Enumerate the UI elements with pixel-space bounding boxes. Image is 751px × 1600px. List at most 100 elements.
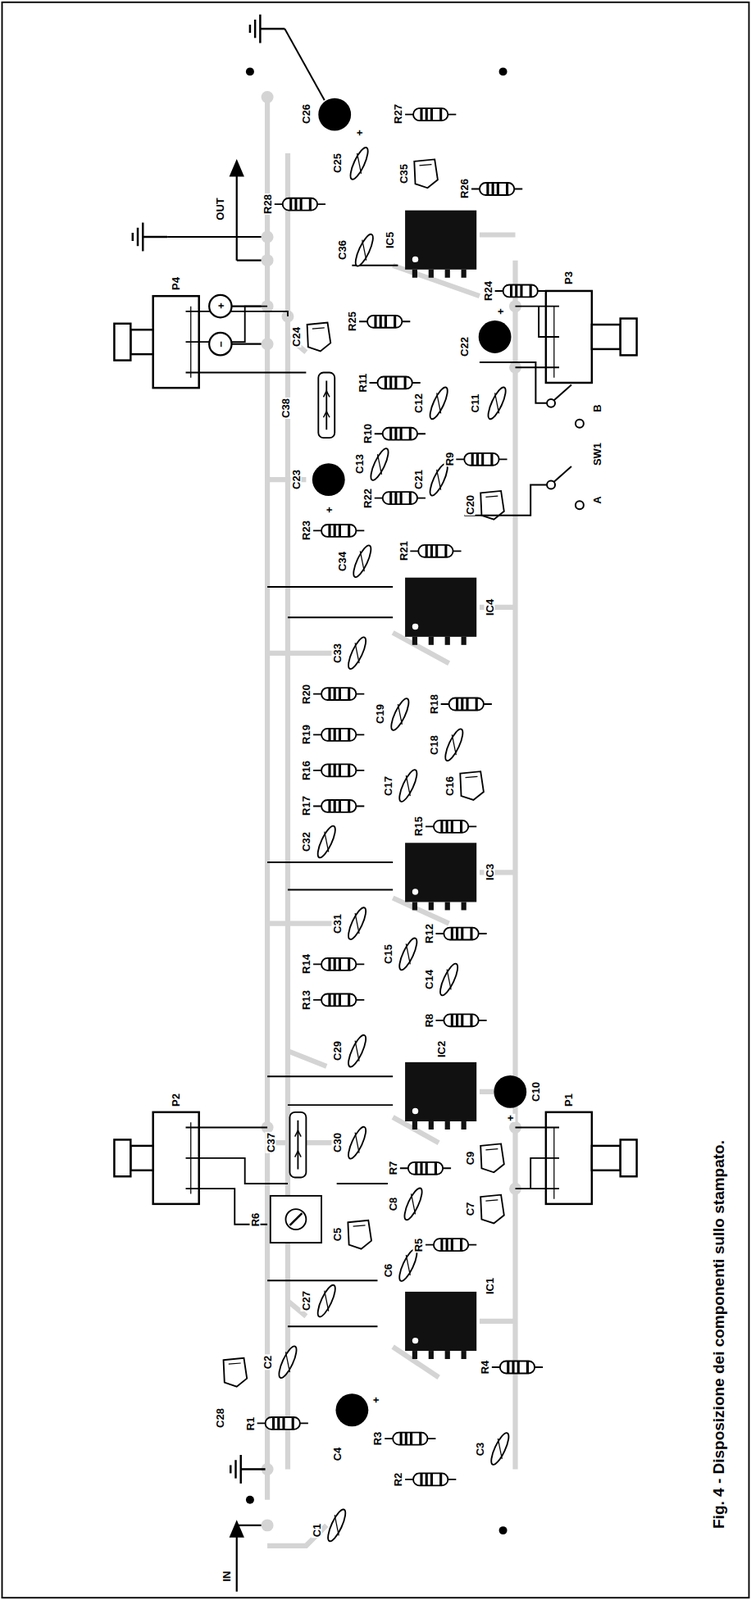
part-label: R14	[300, 953, 312, 975]
copper-traces	[267, 96, 515, 1546]
part-label: R10	[362, 423, 374, 445]
ic-chip	[405, 1292, 477, 1360]
part-label: P1	[563, 1092, 574, 1108]
film-capacitor	[459, 771, 484, 801]
resistors	[257, 108, 547, 1486]
potentiometers	[113, 291, 637, 1205]
part-label: C5	[331, 1227, 342, 1243]
ceramic-capacitor	[314, 1283, 339, 1320]
ground-symbol	[132, 223, 168, 252]
film-capacitor	[347, 1220, 372, 1250]
part-label: P3	[563, 270, 574, 286]
part-label: +	[370, 1396, 382, 1405]
resistor-symbol	[369, 377, 421, 390]
film-capacitor	[480, 1195, 505, 1225]
part-label: C17	[382, 775, 393, 797]
resistor-symbol	[313, 728, 365, 742]
part-label: −	[214, 340, 226, 349]
wire-jumpers	[267, 265, 398, 1327]
film-capacitor	[414, 159, 438, 188]
part-label: C22	[459, 336, 470, 358]
part-label: R27	[392, 103, 404, 125]
pad	[261, 337, 274, 351]
electrolytic-capacitor	[493, 1075, 527, 1109]
part-label: C12	[413, 392, 424, 415]
ceramic-capacitor	[275, 1344, 300, 1381]
part-label: +	[494, 307, 506, 316]
part-label: C36	[336, 239, 347, 261]
part-label: R6	[250, 1211, 261, 1228]
part-label: +	[214, 302, 226, 311]
electrolytic-capacitor	[312, 463, 346, 497]
resistor-symbol	[425, 1238, 477, 1252]
ceramic-capacitor	[345, 1124, 369, 1161]
part-label: R13	[300, 989, 312, 1011]
part-label: R9	[443, 451, 455, 468]
part-label: R21	[397, 540, 409, 562]
ground-symbol	[250, 14, 285, 44]
part-label: R24	[482, 280, 493, 302]
figure-caption: Fig. 4 - Disposizione dei componenti sul…	[710, 1138, 729, 1531]
part-label: R1	[244, 1415, 255, 1432]
mounting-hole	[499, 67, 508, 76]
part-label: A	[591, 495, 603, 505]
part-label: C15	[382, 943, 393, 965]
resistor-symbol	[455, 453, 507, 466]
film-capacitors	[223, 159, 505, 1387]
part-label: C8	[387, 1197, 399, 1213]
film-capacitor	[223, 1358, 248, 1388]
part-label: IN	[221, 1570, 233, 1584]
resistor-symbol	[400, 1162, 451, 1175]
part-label: C33	[331, 642, 342, 665]
part-label: P4	[170, 276, 182, 292]
pad	[261, 91, 274, 104]
ic-chip	[405, 1062, 477, 1130]
part-label: C2	[262, 1355, 274, 1371]
mounting-hole	[499, 1526, 508, 1535]
pad	[261, 1519, 274, 1532]
part-label: C25	[331, 152, 342, 174]
ceramic-capacitor	[395, 768, 420, 805]
part-label: IC2	[435, 1040, 447, 1059]
part-label: OUT	[213, 196, 225, 221]
ceramic-capacitors	[275, 145, 512, 1544]
part-label: C1	[310, 1523, 322, 1539]
resistor-symbol	[425, 820, 477, 833]
resistor-symbol	[313, 524, 365, 538]
ceramic-capacitor	[347, 145, 372, 183]
part-label: R15	[413, 815, 424, 838]
part-label: IC3	[484, 863, 496, 882]
ground-symbol	[230, 1455, 265, 1484]
part-label: R22	[362, 487, 374, 510]
ic-chip	[405, 210, 477, 278]
part-label: C23	[290, 468, 301, 491]
solder-pads	[261, 91, 522, 1532]
part-label: R20	[300, 683, 312, 706]
film-capacitor	[307, 323, 332, 352]
resistor-symbol	[313, 764, 365, 777]
part-label: C19	[373, 703, 385, 725]
resistor-symbol	[491, 1361, 543, 1375]
resistor-symbol	[435, 1014, 487, 1027]
part-label: +	[354, 128, 365, 137]
resistor-symbol	[405, 1473, 456, 1486]
ceramic-capacitor	[345, 1033, 369, 1070]
part-label: C31	[331, 913, 342, 935]
part-label: C16	[443, 775, 455, 797]
part-label: C10	[530, 1081, 542, 1103]
part-label: C11	[468, 392, 480, 414]
part-label: R11	[356, 372, 368, 393]
resistor-symbol	[313, 687, 365, 701]
part-label: C35	[397, 163, 409, 185]
part-label: R2	[392, 1472, 404, 1489]
part-label: C13	[354, 453, 365, 475]
part-label: C9	[464, 1151, 475, 1167]
resistor-symbol	[435, 928, 487, 941]
ground-wire	[284, 28, 325, 101]
ceramic-capacitor	[427, 461, 451, 498]
ic-chip	[405, 842, 477, 911]
resistor-symbol	[495, 284, 547, 297]
